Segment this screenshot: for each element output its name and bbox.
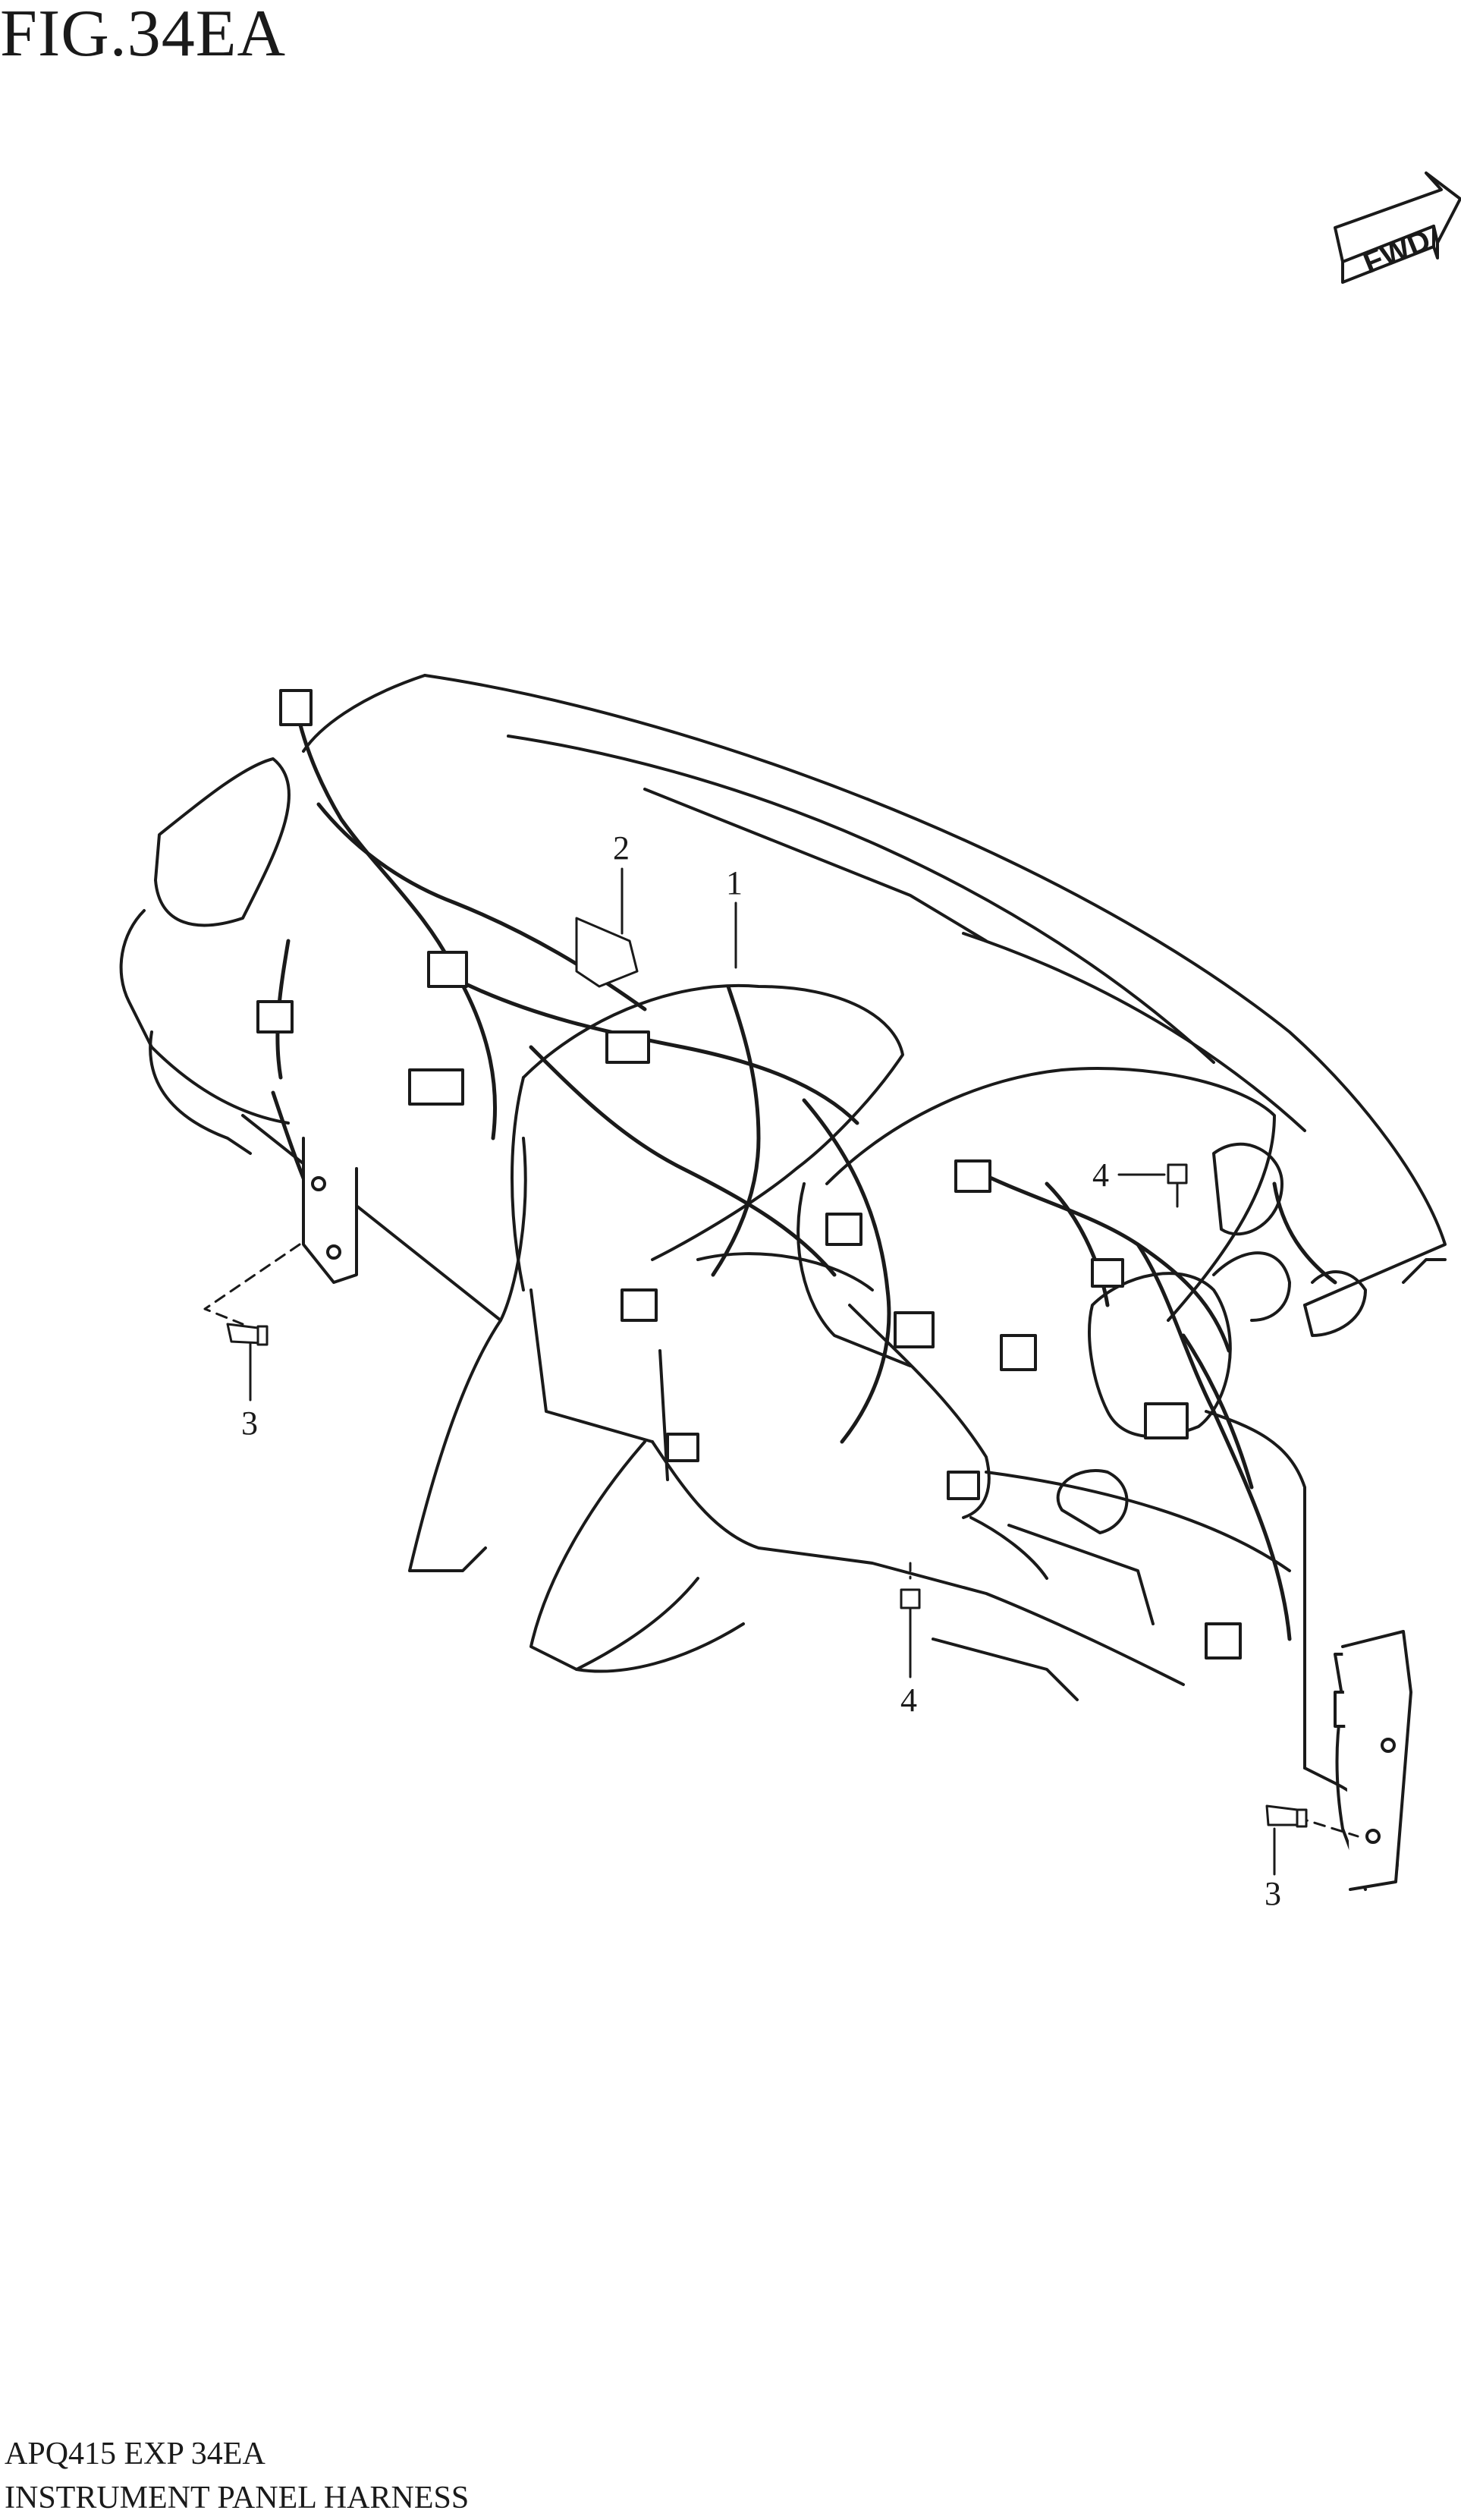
left-bracket [302,1137,358,1284]
fwd-arrow-icon: FWD [1334,171,1461,284]
figure-footer: APQ415 EXP 34EA INSTRUMENT PANEL HARNESS [5,2432,469,2520]
bolt-icon [1167,1163,1188,1208]
bolt-icon [900,1588,921,1622]
callout-2-leader [575,867,639,988]
callout-1-label: 1 [726,864,743,901]
screw-icon [226,1323,269,1346]
callout-2-label: 2 [613,829,630,867]
harness-connectors [256,689,1375,1728]
callout-3-left-leader [203,1243,301,1402]
instrument-panel-outline [119,674,1447,1891]
callout-4-lower-label: 4 [900,1682,917,1719]
screw-icon [1265,1804,1308,1828]
callout-3-left-label: 3 [241,1405,258,1442]
figure-code: APQ415 EXP 34EA [5,2437,265,2471]
figure-title: FIG.34EA [0,0,287,71]
right-bracket [1341,1630,1412,1891]
callout-4-upper-label: 4 [1092,1156,1109,1194]
callout-3-right-label: 3 [1265,1875,1281,1912]
